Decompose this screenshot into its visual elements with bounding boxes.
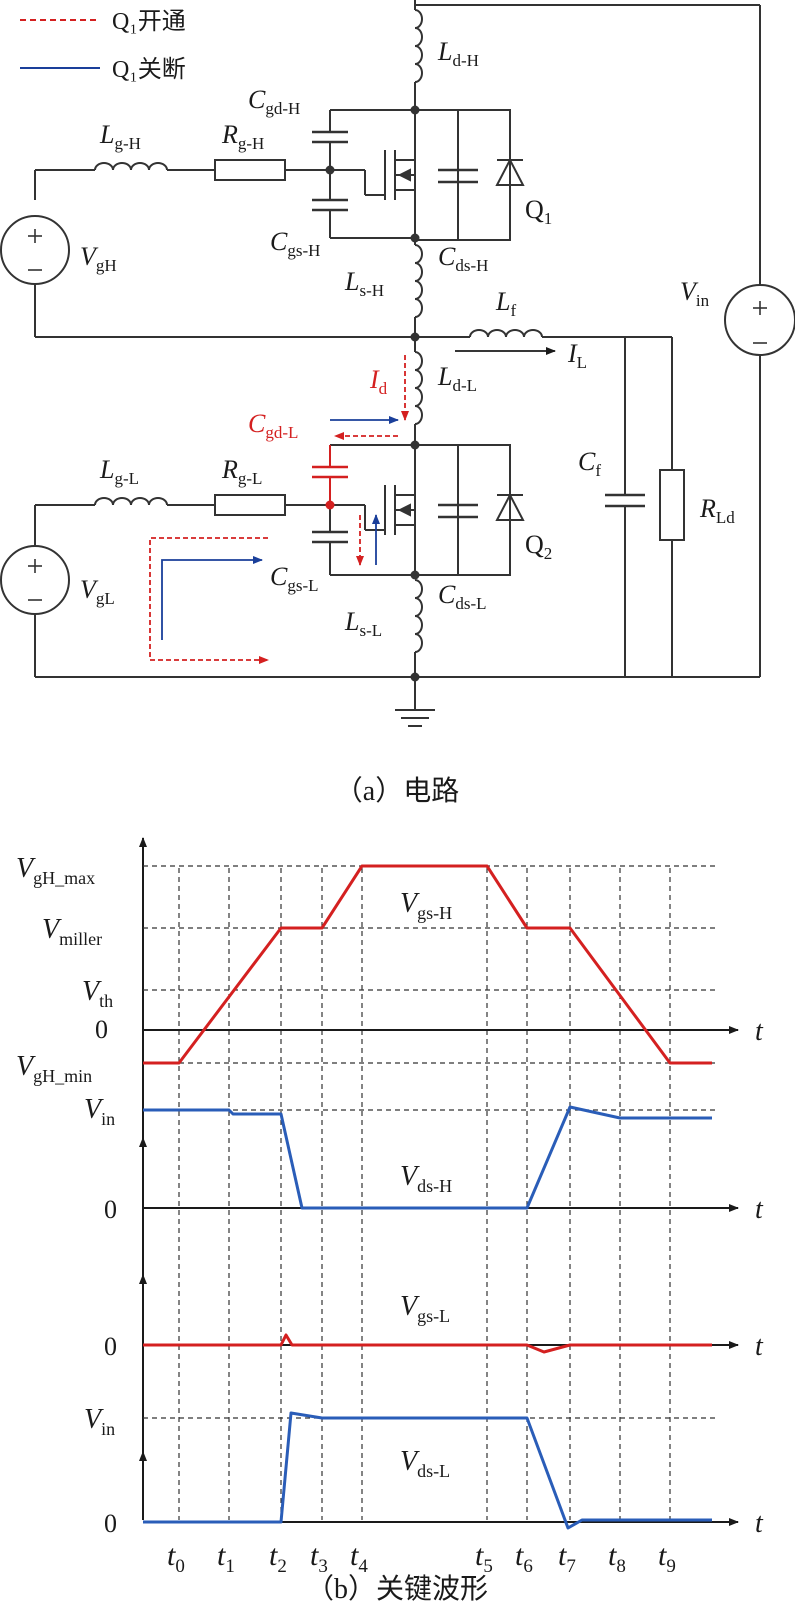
y-level-label-0-3: 0 [95,1015,108,1044]
time-tick-t5: t5 [475,1539,493,1577]
trace-ds-H [143,1105,712,1210]
vgh-source [0,215,70,285]
y-level-label-1-1: 0 [104,1195,117,1224]
series-label-gs-H: Vgs-H [400,888,452,923]
time-tick-t4: t4 [350,1539,368,1577]
time-tick-t9: t9 [658,1539,676,1577]
label-lg-l: Lg-L [99,455,139,488]
y-level-label-0-4: VgH_min [16,1051,92,1086]
y-level-label-0-1: Vmiller [42,914,102,949]
label-cds-h: Cds-H [438,242,488,275]
time-tick-t1: t1 [217,1539,235,1577]
resistor-rg-h [214,159,286,181]
inductor-lf [469,329,543,338]
label-cgs-h: Cgs-H [270,227,320,260]
time-axis-label-2: t [755,1331,764,1362]
label-q1: Q1 [525,195,552,228]
label-ld-l: Ld-L [437,362,477,395]
inductor-ls-l [414,579,423,653]
resistor-rg-l [214,494,286,516]
resistor-rld [659,469,685,541]
label-cf: Cf [578,447,601,480]
series-label-gs-L: Vgs-L [400,1291,450,1326]
legend-label-q1-off: Q₁关断 [112,56,186,83]
label-vgh: VgH [80,242,117,275]
y-level-label-0-0: VgH_max [16,853,95,888]
label-rg-h: Rg-H [221,120,264,153]
label-q2: Q2 [525,530,552,563]
label-vin: Vin [680,277,710,310]
y-level-label-3-0: Vin [84,1404,115,1439]
inductor-lg-l [94,497,168,506]
time-tick-t7: t7 [558,1539,576,1577]
legend-label-q1-on: Q₁开通 [112,9,186,35]
label-cgd-l: Cgd-L [248,409,298,442]
series-label-ds-H: Vds-H [400,1161,452,1196]
junction-dots [325,105,420,682]
legend: Q₁开通 Q₁关断 [20,9,186,83]
time-tick-t8: t8 [608,1539,626,1577]
time-tick-t3: t3 [310,1539,328,1577]
caption-waveforms: （b）关键波形 [306,1573,488,1605]
time-tick-t2: t2 [269,1539,287,1577]
y-level-label-1-0: Vin [84,1094,115,1129]
label-lg-h: Lg-H [99,120,141,153]
label-il: IL [567,339,587,372]
y-level-label-2-0: 0 [104,1332,117,1361]
vgl-source [0,545,70,615]
label-ls-l: Ls-L [344,607,382,640]
off-path-loop [161,556,263,640]
trace-gs-L [143,1333,712,1354]
ground-symbol [395,709,435,727]
trace-gs-H [143,864,712,1065]
label-cgs-l: Cgs-L [270,562,319,595]
mosfet-q1 [384,150,415,200]
y-level-label-3-1: 0 [104,1509,117,1538]
time-axis-label-0: t [755,1016,764,1047]
mosfet-q2 [384,485,415,535]
label-cgd-h: Cgd-H [248,85,300,118]
y-level-label-0-2: Vth [82,976,113,1011]
vin-source [724,284,795,356]
time-axis-label-3: t [755,1508,764,1539]
label-lf: Lf [495,287,516,320]
trace-ds-L [143,1411,712,1530]
waveform-chart: tVgH_maxVmillerVth0VgH_mintVin0t0tVin0Vg… [16,837,764,1577]
inductor-ld-h [414,9,423,83]
label-ld-h: Ld-H [437,37,479,70]
caption-circuit: （a）电路 [335,775,459,807]
label-rg-l: Rg-L [221,455,262,488]
circuit-labels: Ld-H Cgd-H Lg-H Rg-H Q1 VgH Cgs-H Cds-H … [80,37,735,640]
label-ls-h: Ls-H [344,267,384,300]
time-tick-t6: t6 [515,1539,533,1577]
inductor-ls-h [414,244,423,318]
inductor-lg-h [94,162,168,171]
label-vgl: VgL [80,575,115,608]
label-rld: RLd [699,494,735,527]
time-axis-label-1: t [755,1194,764,1225]
label-id: Id [369,365,388,398]
inductor-ld-l [414,351,423,425]
label-cds-l: Cds-L [438,580,487,613]
on-path-loop [149,537,269,664]
time-tick-t0: t0 [167,1539,185,1577]
circuit-diagram [0,0,795,727]
series-label-ds-L: Vds-L [400,1446,450,1481]
